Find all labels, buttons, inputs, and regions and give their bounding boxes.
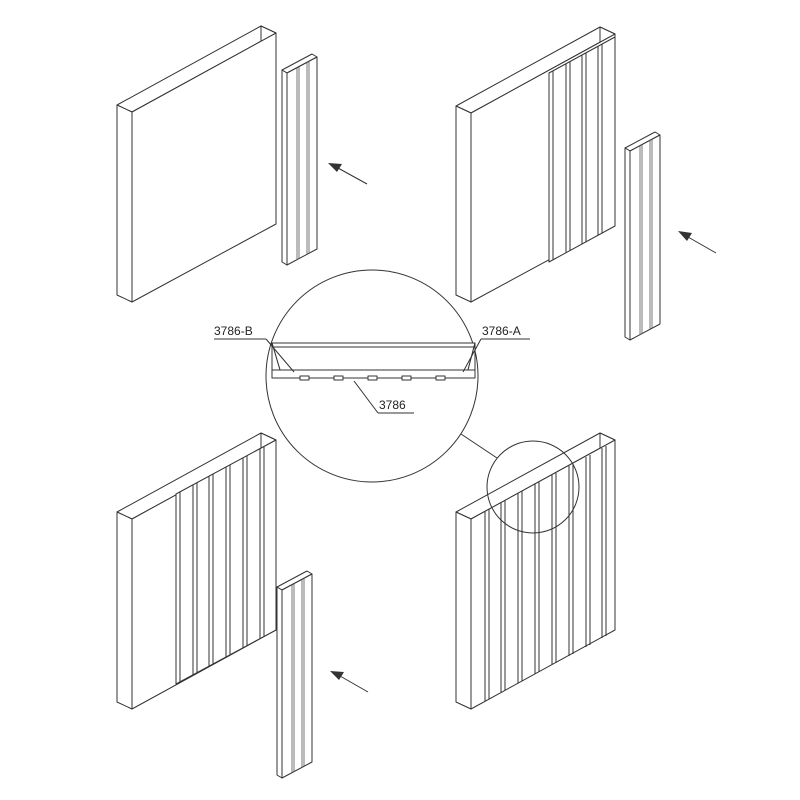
panel-profile xyxy=(271,342,476,381)
step-3-arrow-icon xyxy=(330,671,369,693)
step-4-assembly xyxy=(455,432,616,710)
step-4-installed-panels xyxy=(484,446,607,701)
label-3786-b: 3786-B xyxy=(214,324,253,338)
step-1-arrow-icon xyxy=(328,163,368,185)
detail-view: 3786-B 3786-A 3786 xyxy=(214,269,530,483)
label-3786: 3786 xyxy=(379,398,406,412)
step-3-assembly xyxy=(116,432,369,779)
callout-right-edge: 3786-A xyxy=(462,324,530,373)
callout-panel: 3786 xyxy=(353,380,414,414)
label-3786-a: 3786-A xyxy=(482,324,521,338)
callout-left-edge: 3786-B xyxy=(214,324,295,373)
step-1-loose-panel xyxy=(281,53,318,266)
step-4-wall-block xyxy=(455,432,616,710)
step-1-wall-block xyxy=(116,25,277,303)
step-2-installed-panels xyxy=(548,36,616,263)
step-2-arrow-icon xyxy=(678,231,717,254)
step-3-installed-panels xyxy=(175,439,277,685)
step-4-detail-circle xyxy=(460,433,580,534)
step-2-loose-panel xyxy=(624,131,661,341)
step-2-assembly xyxy=(455,26,717,341)
step-3-loose-panel xyxy=(276,570,313,779)
step-1-assembly xyxy=(116,25,368,303)
